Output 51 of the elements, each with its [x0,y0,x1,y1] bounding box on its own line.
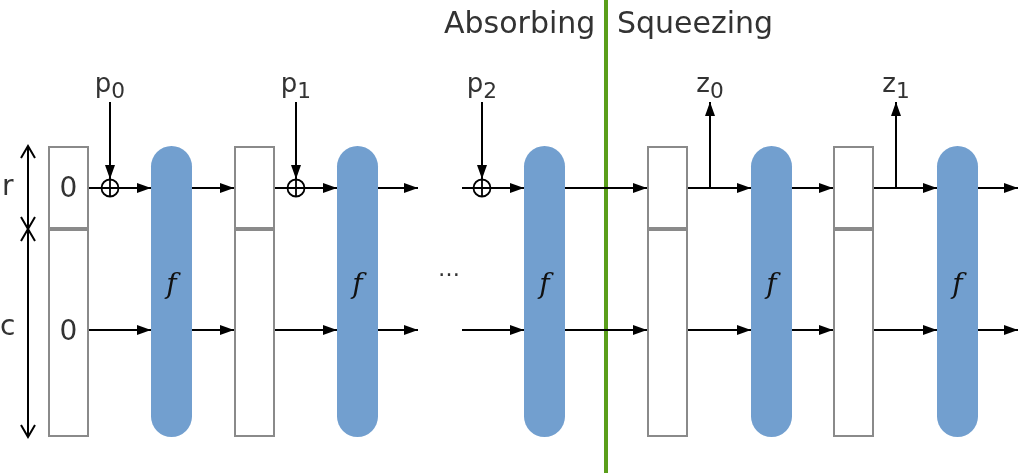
symbol-label: p$_{1}$ [280,70,312,102]
symbol-label: p$_{0}$ [94,70,126,102]
state-cell [833,229,874,437]
state-cell [647,146,688,229]
cell-value: 0 [59,317,78,345]
symbol-label: z$_{1}$ [882,70,910,102]
state-cell [833,146,874,229]
arrow [977,325,1019,335]
arrow [564,183,648,193]
arrow [461,325,525,335]
arrow [88,325,152,335]
phase-label: Absorbing [444,8,596,38]
arrow [490,183,525,193]
symbol-label: p$_{2}$ [466,70,498,102]
xor-symbol [287,179,305,197]
state-cell [48,229,89,437]
state-cell [234,229,275,437]
arrow [687,325,752,335]
arrow [477,101,487,180]
arrow [791,325,834,335]
arrow [873,325,938,335]
arrow [304,183,338,193]
arrow [791,183,834,193]
symbol-label: z$_{0}$ [696,70,724,102]
arrow [977,183,1019,193]
permutation-block [937,146,978,437]
arrow [377,325,419,335]
arrow [191,325,235,335]
state-cell [234,146,275,229]
dimension-label: r [2,172,14,200]
state-cell [647,229,688,437]
phase-label: Squeezing [617,8,774,38]
arrow [274,325,338,335]
arrow [118,183,152,193]
permutation-block [151,146,192,437]
arrow [291,101,301,180]
arrow [873,101,901,189]
arrow [105,101,115,180]
arrow [687,101,715,189]
arrow [377,183,419,193]
permutation-block [524,146,565,437]
arrow [564,325,648,335]
xor-symbol [101,179,119,197]
cell-value: 0 [59,173,78,202]
state-cell [48,146,89,229]
arrow [191,183,235,193]
dimension-label: c [0,312,16,340]
xor-symbol [473,179,491,197]
ellipsis: … [438,258,460,280]
permutation-block [751,146,792,437]
permutation-block [337,146,378,437]
